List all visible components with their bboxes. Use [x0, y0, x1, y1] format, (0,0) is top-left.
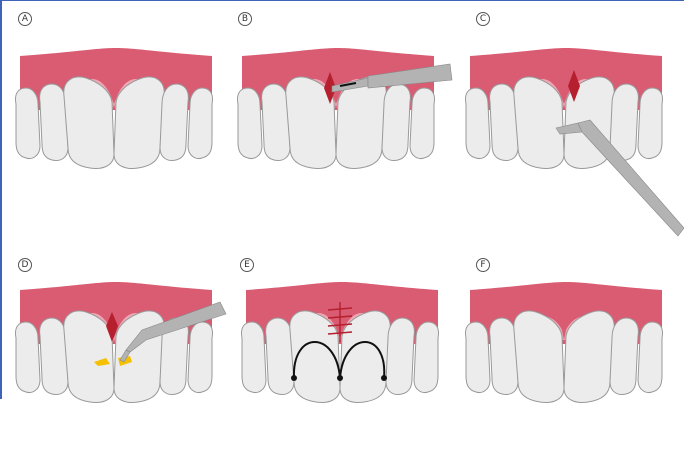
panel-f: F [456, 250, 684, 450]
panel-e: E [232, 250, 460, 450]
panel-b: B [228, 6, 456, 206]
teeth-illustration-c [456, 6, 684, 206]
teeth-illustration-f [456, 250, 684, 450]
teeth-illustration-a [6, 6, 234, 206]
suture-knot-right [381, 375, 387, 381]
suture-knot-center [337, 375, 343, 381]
panel-a: A [6, 6, 234, 206]
panel-d: D [6, 250, 234, 450]
panel-c: C [456, 6, 684, 206]
teeth-illustration-d [6, 250, 234, 450]
teeth-illustration-e [232, 250, 460, 450]
teeth-illustration-b [228, 6, 456, 206]
suture-knot-left [291, 375, 297, 381]
